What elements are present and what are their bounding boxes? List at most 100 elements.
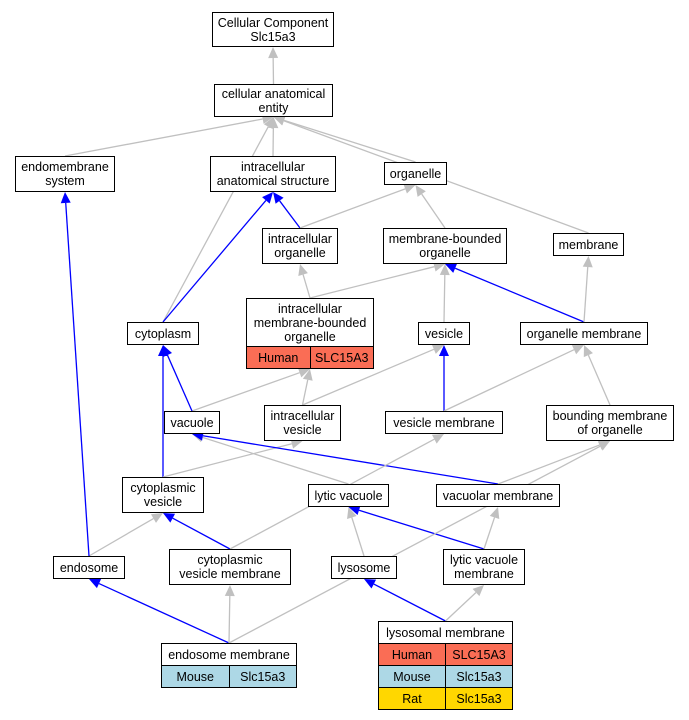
node-vacuolar-membrane[interactable]: vacuolar membrane: [436, 484, 560, 507]
node-lytic-vacuole[interactable]: lytic vacuole: [308, 484, 389, 507]
node-intracellular-organelle[interactable]: intracellular organelle: [262, 228, 338, 264]
edge-endo_sys-to-cae: [64, 118, 263, 157]
species-label: Mouse: [176, 669, 215, 684]
gene-label: SLC15A3: [309, 347, 374, 368]
annotation-row: Human SLC15A3: [246, 347, 374, 369]
edge-lysosome-to-lytic_vac: [351, 517, 365, 557]
arrowhead-ves_mem-to-org_mem: [571, 345, 584, 355]
annotation-row: Rat Slc15a3: [378, 688, 513, 710]
gene-label: Slc15a3: [445, 688, 512, 709]
edge-vac_mem-to-bound_mem: [497, 444, 600, 485]
edge-lytic_vac_mem-to-lytic_vac: [358, 509, 485, 550]
annotation-row: Mouse Slc15a3: [161, 666, 297, 688]
arrowhead-cyto_ves_mem-to-cyto_ves: [163, 513, 176, 523]
node-lysosome[interactable]: lysosome: [331, 556, 397, 579]
edge-lyso_mem-to-lytic_vac_mem: [445, 592, 477, 622]
node-vesicle-membrane[interactable]: vesicle membrane: [385, 411, 503, 434]
arrowhead-org_mem-to-mbo: [445, 263, 458, 273]
arrowhead-lytic_vac_mem-to-vac_mem: [489, 507, 500, 520]
gene-label: Slc15a3: [228, 666, 297, 687]
edge-intra_ves-to-vesicle: [302, 348, 435, 406]
arrowhead-cyto_ves-to-cytoplasm: [158, 345, 168, 356]
node-organelle[interactable]: organelle: [384, 162, 447, 185]
node-endosome-membrane[interactable]: endosome membrane: [161, 643, 297, 666]
node-lytic-vacuole-membrane[interactable]: lytic vacuole membrane: [443, 549, 525, 585]
arrowhead-endo_mem-to-endosome: [89, 579, 102, 589]
edge-organelle-to-cae: [283, 119, 416, 163]
edge-vacuole-to-cytoplasm: [166, 354, 193, 412]
edge-vacuole-to-imbo: [191, 372, 300, 412]
arrowhead-cae-to-root: [268, 47, 279, 59]
edge-imbo-to-intra_org: [302, 274, 311, 299]
edge-lytic_vac-to-vacuole: [202, 436, 349, 485]
arrowhead-intra_org-to-organelle: [403, 184, 416, 194]
arrowhead-lyso_mem-to-lytic_vac_mem: [472, 585, 484, 597]
node-organelle-membrane[interactable]: organelle membrane: [520, 322, 648, 345]
node-intracellular-membrane-bounded-organelle[interactable]: intracellular membrane-bounded organelle: [246, 298, 374, 347]
arrowhead-imbo-to-intra_org: [298, 264, 308, 276]
arrowhead-membrane-to-cae: [273, 116, 286, 126]
arrowhead-endo_mem-to-bound_mem: [597, 441, 610, 451]
node-membrane-bounded-organelle[interactable]: membrane-bounded organelle: [383, 228, 507, 264]
arrowhead-endo_mem-to-cyto_ves_mem: [224, 585, 235, 597]
arrowhead-endosome-to-cyto_ves: [150, 513, 163, 523]
edge-cyto_ves_mem-to-cyto_ves: [172, 517, 231, 550]
species-label: Rat: [402, 691, 422, 706]
edge-lytic_vac_mem-to-vac_mem: [483, 517, 496, 550]
species-label: Human: [391, 647, 433, 662]
edge-endosome-to-endo_sys: [65, 202, 90, 557]
arrowhead-vesicle-to-mbo: [439, 264, 450, 276]
node-vacuole[interactable]: vacuole: [164, 411, 220, 434]
node-vesicle[interactable]: vesicle: [418, 322, 470, 345]
arrowhead-mbo-to-organelle: [415, 185, 426, 197]
node-cytoplasmic-vesicle[interactable]: cytoplasmic vesicle: [122, 477, 204, 513]
node-intracellular-anatomical-structure[interactable]: intracellular anatomical structure: [210, 156, 336, 192]
node-cytoplasmic-vesicle-membrane[interactable]: cytoplasmic vesicle membrane: [169, 549, 291, 585]
node-endosome[interactable]: endosome: [53, 556, 125, 579]
edge-endosome-to-cyto_ves: [88, 517, 154, 557]
edge-endo_mem-to-bound_mem: [228, 445, 601, 644]
arrowhead-cytoplasm-to-cae: [263, 117, 274, 130]
edge-bound_mem-to-org_mem: [587, 354, 611, 406]
node-intracellular-vesicle[interactable]: intracellular vesicle: [264, 405, 341, 441]
gene-label: SLC15A3: [445, 644, 512, 665]
arrowhead-bound_mem-to-org_mem: [583, 345, 593, 358]
node-cellular-component[interactable]: Cellular Component Slc15a3: [212, 12, 334, 47]
arrowhead-lysosome-to-lytic_vac: [347, 507, 357, 519]
arrowhead-intra_ves-to-vesicle: [431, 344, 444, 354]
node-cellular-anatomical-entity[interactable]: cellular anatomical entity: [214, 84, 333, 117]
node-lysosomal-membrane[interactable]: lysosomal membrane: [378, 621, 513, 644]
edge-intra_ves-to-imbo: [301, 379, 309, 406]
edge-lyso_mem-to-lysosome: [373, 583, 446, 622]
node-endomembrane-system[interactable]: endomembrane system: [15, 156, 115, 192]
arrowhead-vacuole-to-imbo: [297, 367, 310, 378]
arrowhead-intra_ves-to-imbo: [302, 369, 313, 381]
node-membrane[interactable]: membrane: [553, 233, 624, 256]
edge-cytoplasm-to-ias: [162, 199, 267, 323]
edge-endo_mem-to-cyto_ves_mem: [228, 595, 231, 644]
arrowhead-cyto_ves_mem-to-ves_mem: [431, 434, 444, 444]
node-cytoplasm[interactable]: cytoplasm: [127, 322, 199, 345]
edge-endo_mem-to-endosome: [98, 582, 230, 644]
annotation-row: Mouse Slc15a3: [378, 666, 513, 688]
edge-cyto_ves-to-intra_ves: [162, 443, 293, 478]
arrowhead-intra_org-to-ias: [273, 192, 284, 204]
edge-intra_org-to-ias: [279, 200, 301, 229]
gene-label: Slc15a3: [445, 666, 512, 687]
species-label: Human: [258, 350, 299, 365]
arrowhead-cyto_ves-to-intra_ves: [290, 438, 303, 449]
annotation-row: Human SLC15A3: [378, 644, 513, 666]
arrowhead-ves_mem-to-vesicle: [439, 345, 449, 356]
arrowhead-org_mem-to-membrane: [582, 256, 593, 268]
edge-org_mem-to-mbo: [454, 267, 585, 323]
node-bounding-membrane-of-organelle[interactable]: bounding membrane of organelle: [546, 405, 674, 441]
edge-intra_org-to-organelle: [299, 188, 406, 229]
arrowhead-cytoplasm-to-ias: [262, 192, 273, 204]
edge-ves_mem-to-org_mem: [443, 349, 575, 412]
arrowhead-lyso_mem-to-lysosome: [364, 579, 377, 589]
species-label: Mouse: [393, 669, 431, 684]
edge-vac_mem-to-vacuole: [202, 435, 499, 485]
edge-imbo-to-mbo: [309, 266, 435, 299]
edge-org_mem-to-membrane: [583, 266, 589, 323]
